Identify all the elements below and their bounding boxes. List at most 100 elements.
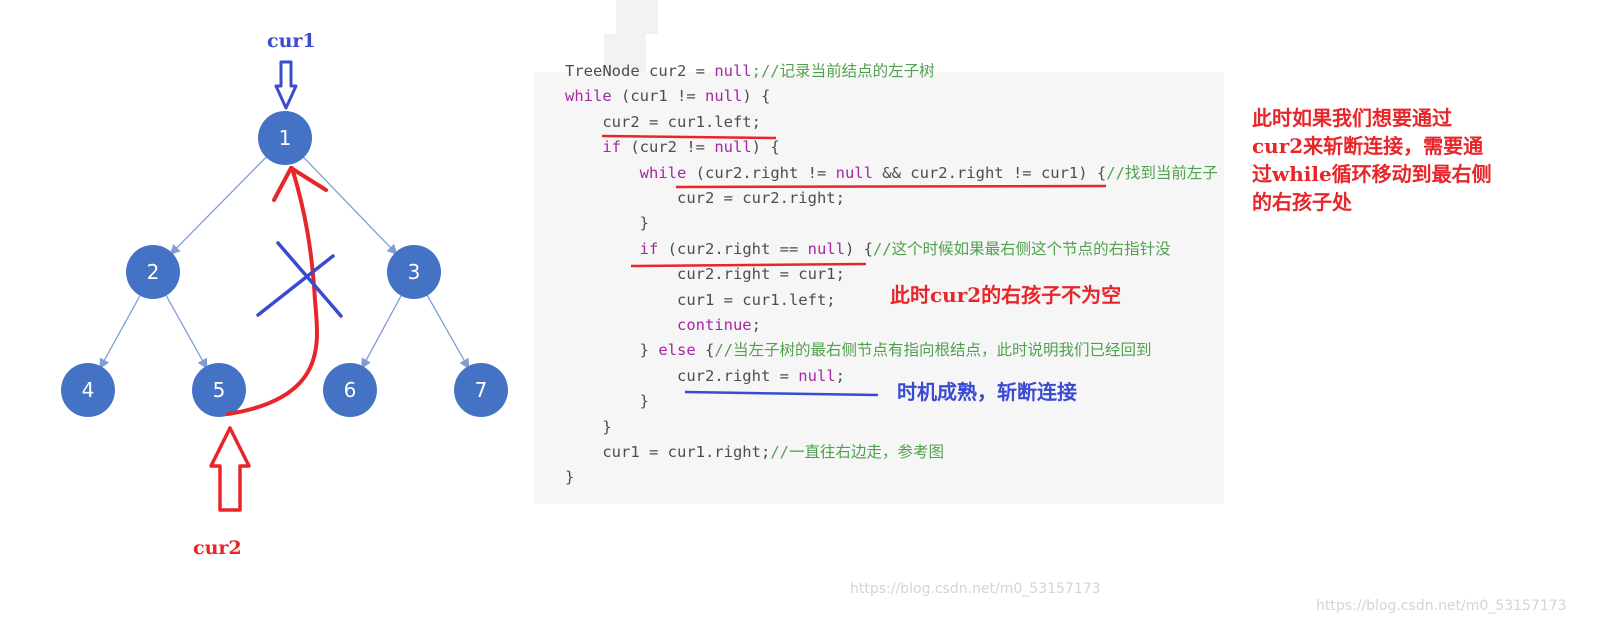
tree-node-label: 4 [82, 378, 95, 402]
tree-node-label: 7 [475, 378, 488, 402]
scan-smudge-top [616, 0, 658, 34]
tree-node-6: 6 [323, 363, 377, 417]
scan-smudge-top-2 [604, 34, 646, 72]
tree-node-label: 2 [147, 260, 160, 284]
tree-node-4: 4 [61, 363, 115, 417]
code-keyword: while [565, 87, 612, 106]
tree-node-circle [258, 111, 312, 165]
code-line: while (cur1 != null) { [565, 84, 770, 109]
tree-edge [426, 295, 470, 370]
code-text: cur2.right = cur1; [565, 265, 845, 284]
watermark: https://blog.csdn.net/m0_53157173 [1316, 598, 1567, 614]
code-keyword: else [658, 341, 696, 360]
cur1-label: cur1 [267, 30, 316, 52]
code-line: cur1 = cur1.left; [565, 288, 836, 313]
tree-edges [99, 156, 470, 370]
code-keyword: if [602, 138, 621, 157]
tree-node-label: 1 [279, 126, 292, 150]
middle-annotation: 此时cur2的右孩子不为空 [890, 283, 1122, 307]
tree-node-circle [192, 363, 246, 417]
tree-edge [99, 295, 141, 370]
code-text: (cur1 != [611, 87, 705, 106]
code-line: if (cur2.right == null) {//这个时候如果最右侧这个节点… [565, 237, 1171, 262]
tree-edge [165, 295, 208, 370]
code-line: while (cur2.right != null && cur2.right … [565, 161, 1218, 186]
code-keyword: null [714, 62, 752, 80]
tree-node-1: 1 [258, 111, 312, 165]
tree-node-circle [387, 245, 441, 299]
cut-x-mark-icon [256, 241, 343, 318]
code-keyword: while [639, 163, 687, 182]
code-keyword: null [835, 163, 873, 182]
code-keyword: if [639, 239, 659, 258]
code-keyword: null [714, 138, 752, 157]
code-line: cur2.right = cur1; [565, 262, 845, 287]
tree-node-7: 7 [454, 363, 508, 417]
code-keyword: null [798, 366, 836, 385]
code-comment: //找到当前左子 [1106, 163, 1218, 182]
code-text: (cur2 != [621, 138, 715, 157]
code-line: } else {//当左子树的最右侧节点有指向根结点，此时说明我们已经回到 [565, 338, 1152, 363]
underline-if-condition [630, 262, 867, 268]
tree-node-circle [61, 363, 115, 417]
code-keyword: null [807, 239, 845, 258]
code-text: } [565, 341, 659, 360]
code-line: if (cur2 != null) { [565, 135, 780, 160]
code-text: } [565, 392, 649, 411]
cur2-arrow-icon [209, 426, 251, 512]
code-line: cur2.right = null; [565, 364, 845, 389]
code-text: && cur2.right != cur1) { [872, 163, 1107, 182]
cur2-label: cur2 [193, 537, 242, 559]
tree-node-label: 6 [344, 378, 357, 402]
tree-node-circle [126, 245, 180, 299]
code-text: { [695, 341, 715, 360]
tree-node-label: 5 [213, 378, 226, 402]
tree-node-3: 3 [387, 245, 441, 299]
code-line: cur2 = cur2.right; [565, 186, 845, 211]
code-text: (cur2.right == [658, 239, 808, 258]
cur1-arrow-icon [274, 60, 298, 110]
tree-nodes: 1 2 3 4 5 6 7 [61, 111, 508, 417]
right-annotation: 此时如果我们想要通过cur2来斩断连接，需要通过while循环移动到最右侧的右孩… [1252, 106, 1492, 214]
code-keyword: null [705, 87, 743, 106]
code-text: ) { [751, 138, 780, 157]
code-line: continue; [565, 313, 761, 338]
code-text: cur1 = cur1.right; [565, 443, 771, 461]
code-text: cur2 = cur1.left; [565, 112, 761, 131]
watermark: https://blog.csdn.net/m0_53157173 [850, 581, 1101, 597]
code-text: cur2.right = [565, 366, 799, 385]
code-text: cur1 = cur1.left; [565, 290, 836, 309]
code-text: } [565, 468, 575, 487]
code-text: cur2 = cur2.right; [565, 189, 845, 207]
tree-edge [361, 295, 402, 370]
underline-while-condition [675, 184, 1107, 189]
thread-curve-arrow [226, 166, 319, 416]
code-comment: //一直往右边走，参考图 [770, 443, 944, 461]
code-text: ) { [844, 239, 873, 258]
tree-edge [303, 157, 398, 255]
code-line: } [565, 465, 574, 490]
code-line: } [565, 211, 649, 236]
cut-annotation: 时机成熟，斩断连接 [897, 380, 1077, 404]
underline-cur2-left [601, 134, 777, 140]
code-text: ) { [742, 87, 771, 106]
tree-node-circle [454, 363, 508, 417]
thread-arrowhead-icon [272, 166, 328, 202]
tree-node-circle [323, 363, 377, 417]
underline-cur2-right-null [684, 390, 879, 397]
code-keyword: continue [676, 316, 752, 334]
code-text: TreeNode cur2 = [565, 62, 715, 80]
tree-node-label: 3 [408, 260, 421, 284]
tree-node-5: 5 [192, 363, 246, 417]
code-text: ; [751, 316, 761, 334]
code-comment: //这个时候如果最右侧这个节点的右指针没 [872, 239, 1171, 258]
code-line: cur2 = cur1.left; [565, 110, 761, 135]
code-text: ; [835, 366, 845, 385]
code-text: (cur2.right != [686, 163, 836, 182]
code-line: TreeNode cur2 = null;//记录当前结点的左子树 [565, 59, 935, 84]
code-comment: ;//记录当前结点的左子树 [751, 62, 935, 80]
code-comment: //当左子树的最右侧节点有指向根结点，此时说明我们已经回到 [714, 341, 1152, 360]
code-text: } [565, 214, 649, 233]
